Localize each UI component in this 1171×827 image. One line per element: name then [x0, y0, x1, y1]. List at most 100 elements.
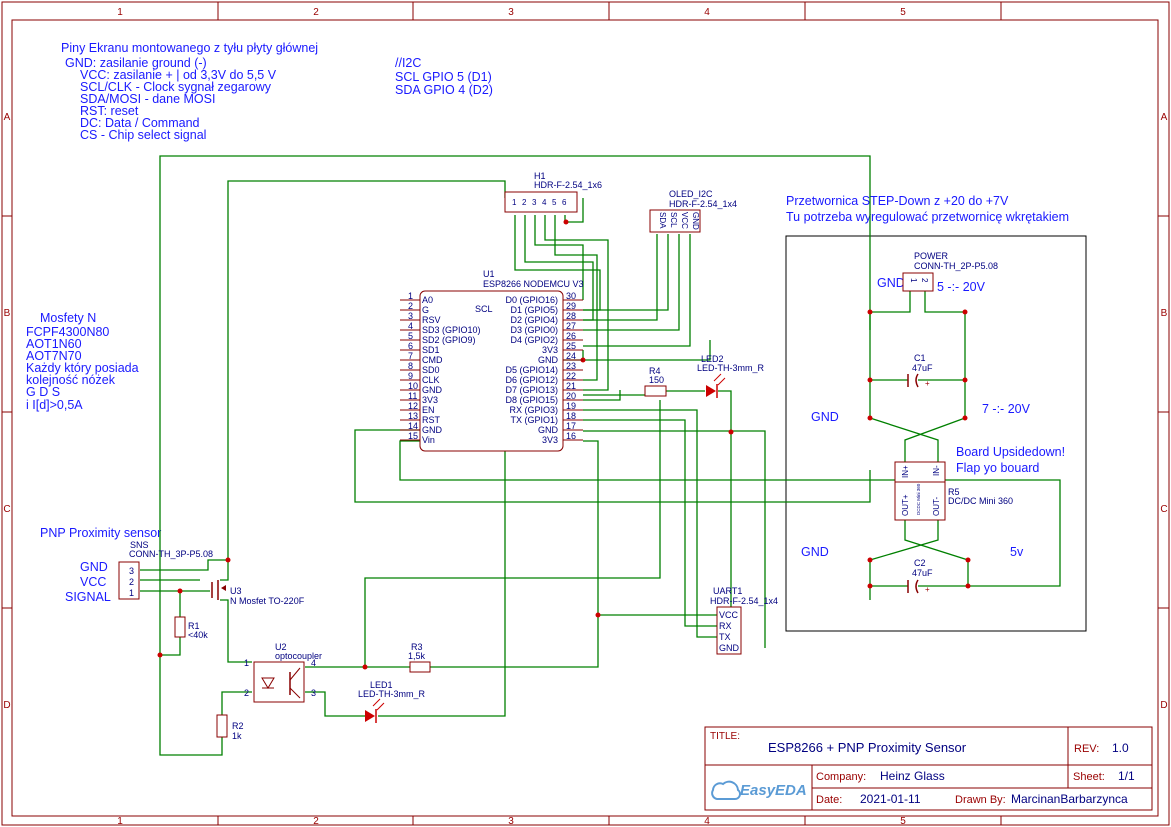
pin-label: 4: [542, 198, 547, 207]
ref-label: LED2: [701, 354, 724, 364]
voltage-label: 5v: [1010, 545, 1024, 559]
svg-text:+: +: [925, 379, 930, 388]
upside-note: Flap yo bouard: [956, 461, 1039, 475]
value-label: 1k: [232, 731, 242, 741]
pin-label: OUT-: [932, 497, 941, 516]
gnd-label: GND: [877, 276, 905, 290]
note-line: SDA/MOSI - dane MOSI: [80, 92, 215, 106]
pin-name: TX (GPIO1): [510, 415, 558, 425]
pin-label: 5: [552, 198, 557, 207]
company-label: Company:: [816, 771, 866, 783]
ref-label: H1: [534, 171, 546, 181]
pin-name: SD0: [422, 365, 440, 375]
pin-number: 13: [408, 411, 418, 421]
pin-name: RSV: [422, 315, 441, 325]
pin-label: 4: [311, 658, 316, 668]
note-line: Przetwornica STEP-Down z +20 do +7V: [786, 194, 1009, 208]
sensor-pin-label: GND: [80, 560, 108, 574]
ref-label: LED1: [370, 680, 393, 690]
value-label: LED-TH-3mm_R: [697, 363, 765, 373]
voltage-label: 7 -:- 20V: [982, 402, 1031, 416]
pin-name: D2 (GPIO4): [510, 315, 558, 325]
pin-label: 2: [522, 198, 527, 207]
junction-dots: [157, 219, 971, 670]
pin-name: A0: [422, 295, 433, 305]
upside-note: Board Upsidedown!: [956, 445, 1065, 459]
pin-name: D0 (GPIO16): [505, 295, 558, 305]
note-line: SDA GPIO 4 (D2): [395, 83, 493, 97]
title-block: TITLE: ESP8266 + PNP Proximity Sensor RE…: [704, 726, 1153, 811]
pin-label: IN+: [901, 465, 910, 478]
note-line: i I[d]>0,5A: [26, 398, 83, 412]
pin-number: 17: [566, 421, 576, 431]
pin-label: 2: [244, 688, 249, 698]
note-line: Każdy który posiada: [26, 361, 139, 375]
value-label: optocoupler: [275, 651, 322, 661]
dcdc-r5: IN+ IN- OUT+ OUT- DCDC Mini 360 R5 DC/DC…: [894, 461, 1013, 521]
u1-body: [419, 290, 564, 452]
h1-body: [504, 191, 578, 213]
ref-label: R5: [948, 487, 960, 497]
note-line: DC: Data / Command: [80, 116, 200, 130]
col-label: 1: [117, 816, 123, 827]
col-label: 3: [508, 7, 514, 18]
pin-name: EN: [422, 405, 435, 415]
row-label: C: [3, 504, 10, 515]
note-line: Mosfety N: [40, 311, 96, 325]
rev-label: REV:: [1074, 743, 1099, 755]
logo-text: EasyEDA: [740, 782, 807, 799]
note-line: kolejność nóżek: [26, 373, 116, 387]
scl-label: SCL: [475, 304, 493, 314]
pin-label: SCL: [669, 212, 678, 228]
value-label: 47uF: [912, 568, 933, 578]
pin-name: RX (GPIO3): [509, 405, 558, 415]
led2: LED2 LED-TH-3mm_R: [697, 354, 765, 398]
resistor-r2: R2 1k: [216, 714, 244, 741]
wires: [140, 155, 1061, 756]
sensor-pin-label: SIGNAL: [65, 590, 111, 604]
pin-name: SD2 (GPIO9): [422, 335, 476, 345]
stepdown-region: [785, 235, 1087, 632]
pin-number: 29: [566, 301, 576, 311]
pin-number: 3: [408, 311, 413, 321]
row-label: D: [3, 700, 10, 711]
drawn-label: Drawn By:: [955, 794, 1006, 806]
pin-number: 23: [566, 361, 576, 371]
value-label: HDR-F-2.54_1x4: [710, 596, 778, 606]
led1: LED1 LED-TH-3mm_R: [358, 680, 426, 723]
note-line: Tu potrzeba wyregulować przetwornicę wkr…: [786, 210, 1069, 224]
pin-label: TX: [719, 632, 731, 642]
row-label: C: [1160, 504, 1167, 515]
pin-number: 15: [408, 431, 418, 441]
power-connector: POWER CONN-TH_2P-P5.08 1 2: [902, 251, 998, 292]
pin-label: VCC: [719, 610, 739, 620]
pin-number: 19: [566, 401, 576, 411]
pin-number: 30: [566, 291, 576, 301]
sns-connector: SNS CONN-TH_3P-P5.08 3 2 1: [118, 540, 213, 600]
voltage-label: 5 -:- 20V: [937, 280, 986, 294]
ref-label: U1: [483, 269, 495, 279]
ref-label: POWER: [914, 251, 949, 261]
pin-name: G: [422, 305, 429, 315]
pin-name: GND: [422, 385, 443, 395]
ref-label: R1: [188, 621, 200, 631]
pin-number: 20: [566, 391, 576, 401]
pin-name: 3V3: [542, 345, 558, 355]
note-line: AOT1N60: [26, 337, 82, 351]
gnd-label: GND: [801, 545, 829, 559]
col-label: 1: [117, 7, 123, 18]
rev-value: 1.0: [1112, 741, 1129, 755]
row-label: A: [4, 112, 11, 123]
u2-body: [253, 661, 305, 703]
col-label: 3: [508, 816, 514, 827]
pin-name: SD3 (GPIO10): [422, 325, 481, 335]
pin-label: 3: [311, 688, 316, 698]
sheet-title: ESP8266 + PNP Proximity Sensor: [768, 740, 967, 755]
i2c-note: //I2C SCL GPIO 5 (D1) SDA GPIO 4 (D2): [395, 56, 493, 97]
value-label: LED-TH-3mm_R: [358, 689, 426, 699]
col-label: 5: [900, 7, 906, 18]
note-line: VCC: zasilanie + | od 3,3V do 5,5 V: [80, 68, 277, 82]
value-label: CONN-TH_2P-P5.08: [914, 261, 998, 271]
